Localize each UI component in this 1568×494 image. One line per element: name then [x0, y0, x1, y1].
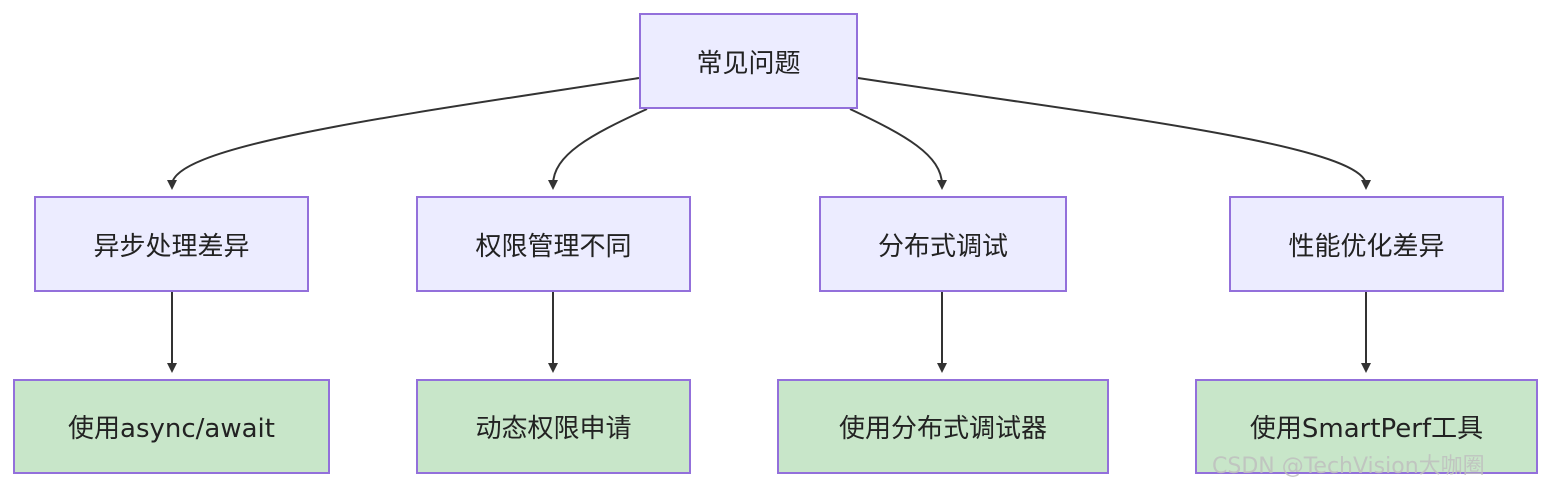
solution-node-async-await: 使用async/await — [13, 379, 330, 474]
solution-node-label: 使用SmartPerf工具 — [1249, 414, 1484, 444]
issue-node-permissions: 权限管理不同 — [416, 196, 691, 292]
issue-node-performance: 性能优化差异 — [1229, 196, 1504, 292]
edge-root-to-issue-2 — [548, 108, 648, 190]
edge-root-to-issue-3 — [849, 108, 947, 190]
issue-node-label: 权限管理不同 — [475, 231, 632, 262]
solution-node-distributed-debugger: 使用分布式调试器 — [777, 379, 1109, 474]
solution-node-smartperf: 使用SmartPerf工具 — [1195, 379, 1538, 474]
root-node-label: 常见问题 — [696, 48, 801, 79]
solution-node-dynamic-permission: 动态权限申请 — [416, 379, 691, 474]
solution-node-label: 使用async/await — [68, 414, 275, 444]
issue-node-label: 分布式调试 — [877, 231, 1008, 262]
solution-node-label: 动态权限申请 — [475, 414, 632, 444]
issue-node-label: 异步处理差异 — [93, 231, 250, 262]
edge-root-to-issue-1 — [167, 77, 640, 190]
solution-node-label: 使用分布式调试器 — [838, 414, 1047, 444]
issue-node-distributed-debug: 分布式调试 — [819, 196, 1067, 292]
issue-node-async: 异步处理差异 — [34, 196, 309, 292]
issue-node-label: 性能优化差异 — [1288, 231, 1445, 262]
watermark-text: CSDN @TechVision大咖圈 — [1212, 454, 1485, 479]
root-node: 常见问题 — [639, 13, 858, 109]
edge-root-to-issue-4 — [857, 77, 1371, 190]
